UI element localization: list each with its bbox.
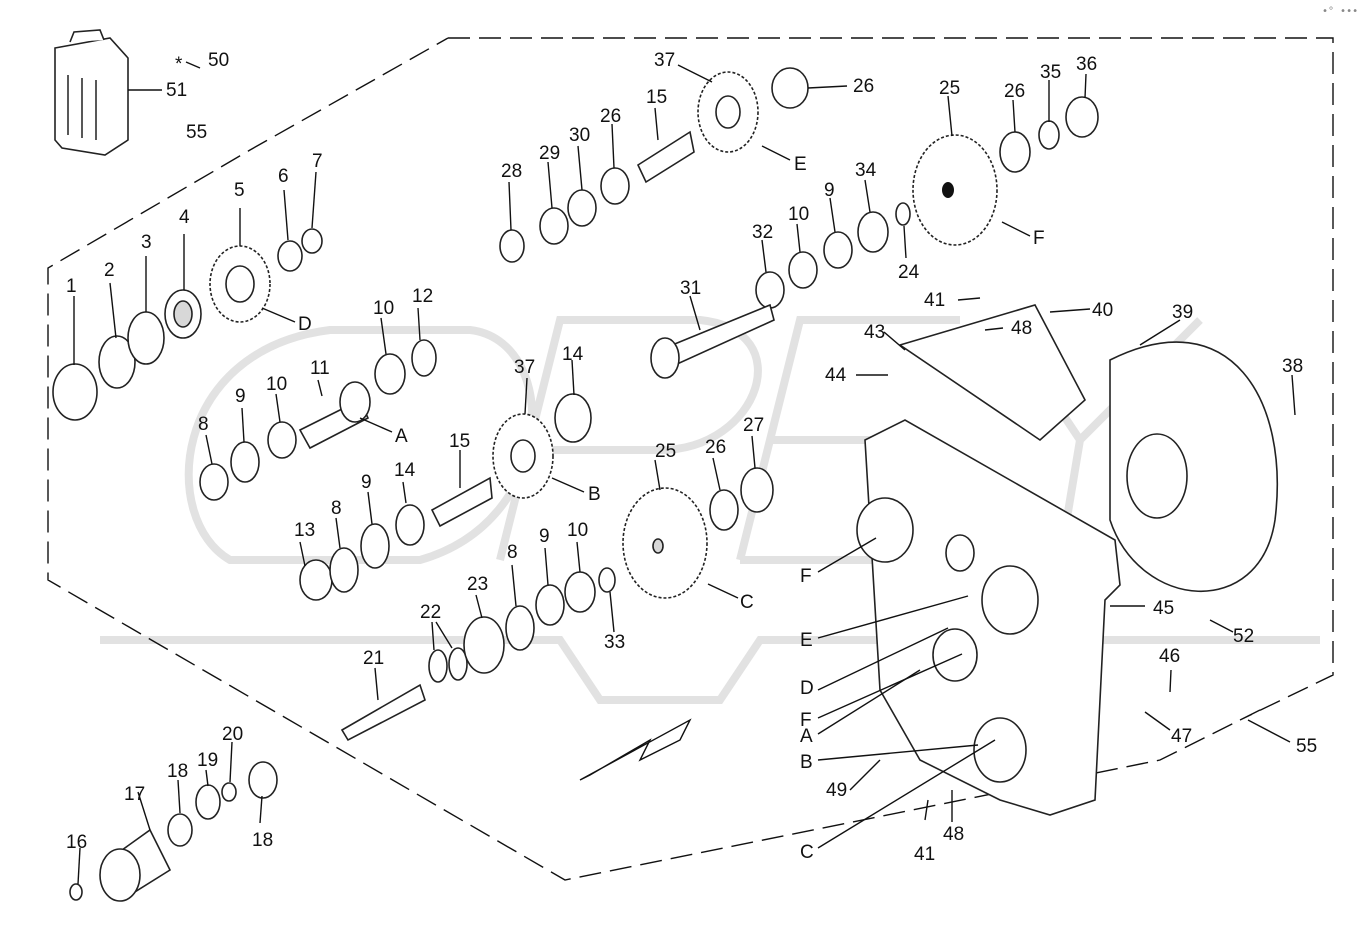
- letter-label: E: [800, 630, 813, 651]
- letter-label: F: [800, 566, 812, 587]
- part-label: 41: [924, 290, 945, 311]
- letter-label: C: [800, 842, 814, 863]
- part-label: 14: [562, 344, 584, 365]
- part-label: 31: [680, 278, 701, 299]
- part-label: 15: [646, 87, 667, 108]
- letter-label: C: [740, 592, 754, 613]
- part-label: 26: [600, 106, 621, 127]
- letter-label: D: [800, 678, 814, 699]
- assembly-boundary: [47, 37, 1334, 881]
- part-label: 34: [855, 160, 877, 181]
- part-label: 47: [1171, 726, 1192, 747]
- reference-arrows: [261, 145, 1031, 849]
- letter-label: B: [800, 752, 813, 773]
- gearbox-housing: [579, 304, 1279, 816]
- letter-label: A: [395, 426, 408, 447]
- part-label: 8: [507, 542, 518, 563]
- part-label: 10: [373, 298, 394, 319]
- part-label: 55: [186, 122, 207, 143]
- part-label: 4: [179, 207, 190, 228]
- part-label: 13: [294, 520, 315, 541]
- part-label: 11: [310, 358, 330, 379]
- part-label: 26: [853, 76, 874, 97]
- part-label: 52: [1233, 626, 1254, 647]
- part-label: 22: [420, 602, 441, 623]
- part-label: 40: [1092, 300, 1113, 321]
- part-label: 39: [1172, 302, 1193, 323]
- part-label: 23: [467, 574, 488, 595]
- part-label: 26: [1004, 81, 1025, 102]
- letter-label: E: [794, 154, 807, 175]
- asterisk-mark: *: [175, 54, 183, 75]
- part-label: 37: [514, 357, 535, 378]
- part-label: 49: [826, 780, 847, 801]
- part-label: 44: [825, 365, 847, 386]
- letter-label: D: [298, 314, 312, 335]
- part-label: 27: [743, 415, 764, 436]
- part-label: 24: [898, 262, 920, 283]
- leader-lines: [73, 61, 1296, 885]
- part-label: 48: [1011, 318, 1032, 339]
- part-label: 48: [943, 824, 964, 845]
- part-label: 12: [412, 286, 433, 307]
- part-label: 10: [266, 374, 287, 395]
- part-label: 33: [604, 632, 625, 653]
- part-label: 25: [939, 78, 960, 99]
- part-label: 55: [1296, 736, 1317, 757]
- part-label: 1: [66, 276, 77, 297]
- part-label: 9: [539, 526, 550, 547]
- shafts: [99, 130, 775, 902]
- part-label: 5: [234, 180, 245, 201]
- part-label: 8: [331, 498, 342, 519]
- part-label: 9: [824, 180, 835, 201]
- part-label: 45: [1153, 598, 1174, 619]
- part-label: 16: [66, 832, 87, 853]
- part-label: 36: [1076, 54, 1097, 75]
- gears: [209, 71, 998, 599]
- part-label: 18: [167, 761, 188, 782]
- part-label: 32: [752, 222, 773, 243]
- part-label: 19: [197, 750, 218, 771]
- part-label: 8: [198, 414, 209, 435]
- part-label: 41: [914, 844, 935, 865]
- letter-label: B: [588, 484, 601, 505]
- part-label: 2: [104, 260, 115, 281]
- part-label: 30: [569, 125, 590, 146]
- corner-mark: •° •••: [1322, 6, 1358, 17]
- part-label: 9: [361, 472, 372, 493]
- part-label: 6: [278, 166, 289, 187]
- letter-labels: D A B C E F F E D F A B C: [298, 154, 1045, 863]
- part-label: 25: [655, 441, 676, 462]
- part-label: 10: [788, 204, 809, 225]
- part-label: 3: [141, 232, 152, 253]
- part-label: 28: [501, 161, 522, 182]
- part-label: 14: [394, 460, 416, 481]
- part-label: 29: [539, 143, 560, 164]
- part-label: 7: [312, 151, 323, 172]
- part-label: 37: [654, 50, 675, 71]
- part-label: 35: [1040, 62, 1061, 83]
- part-label: 46: [1159, 646, 1180, 667]
- letter-label: F: [1033, 228, 1045, 249]
- part-numbers: 1 2 3 4 5 6 7 8 8 8 9 9 9 9 10 10 10 10 …: [66, 50, 1317, 865]
- part-label: 43: [864, 322, 885, 343]
- part-label: 9: [235, 386, 246, 407]
- part-label: 20: [222, 724, 243, 745]
- part-label: 21: [363, 648, 384, 669]
- part-label: 18: [252, 830, 273, 851]
- part-label: 17: [124, 784, 145, 805]
- letter-label: F: [800, 710, 812, 731]
- letter-label: A: [800, 726, 813, 747]
- part-label: 38: [1282, 356, 1303, 377]
- part-label: 50: [208, 50, 229, 71]
- part-label: 51: [166, 80, 187, 101]
- rings-and-bearings: [52, 67, 1099, 901]
- part-label: 10: [567, 520, 588, 541]
- oil-can-part: [54, 29, 129, 156]
- part-label: 15: [449, 431, 470, 452]
- part-label: 26: [705, 437, 726, 458]
